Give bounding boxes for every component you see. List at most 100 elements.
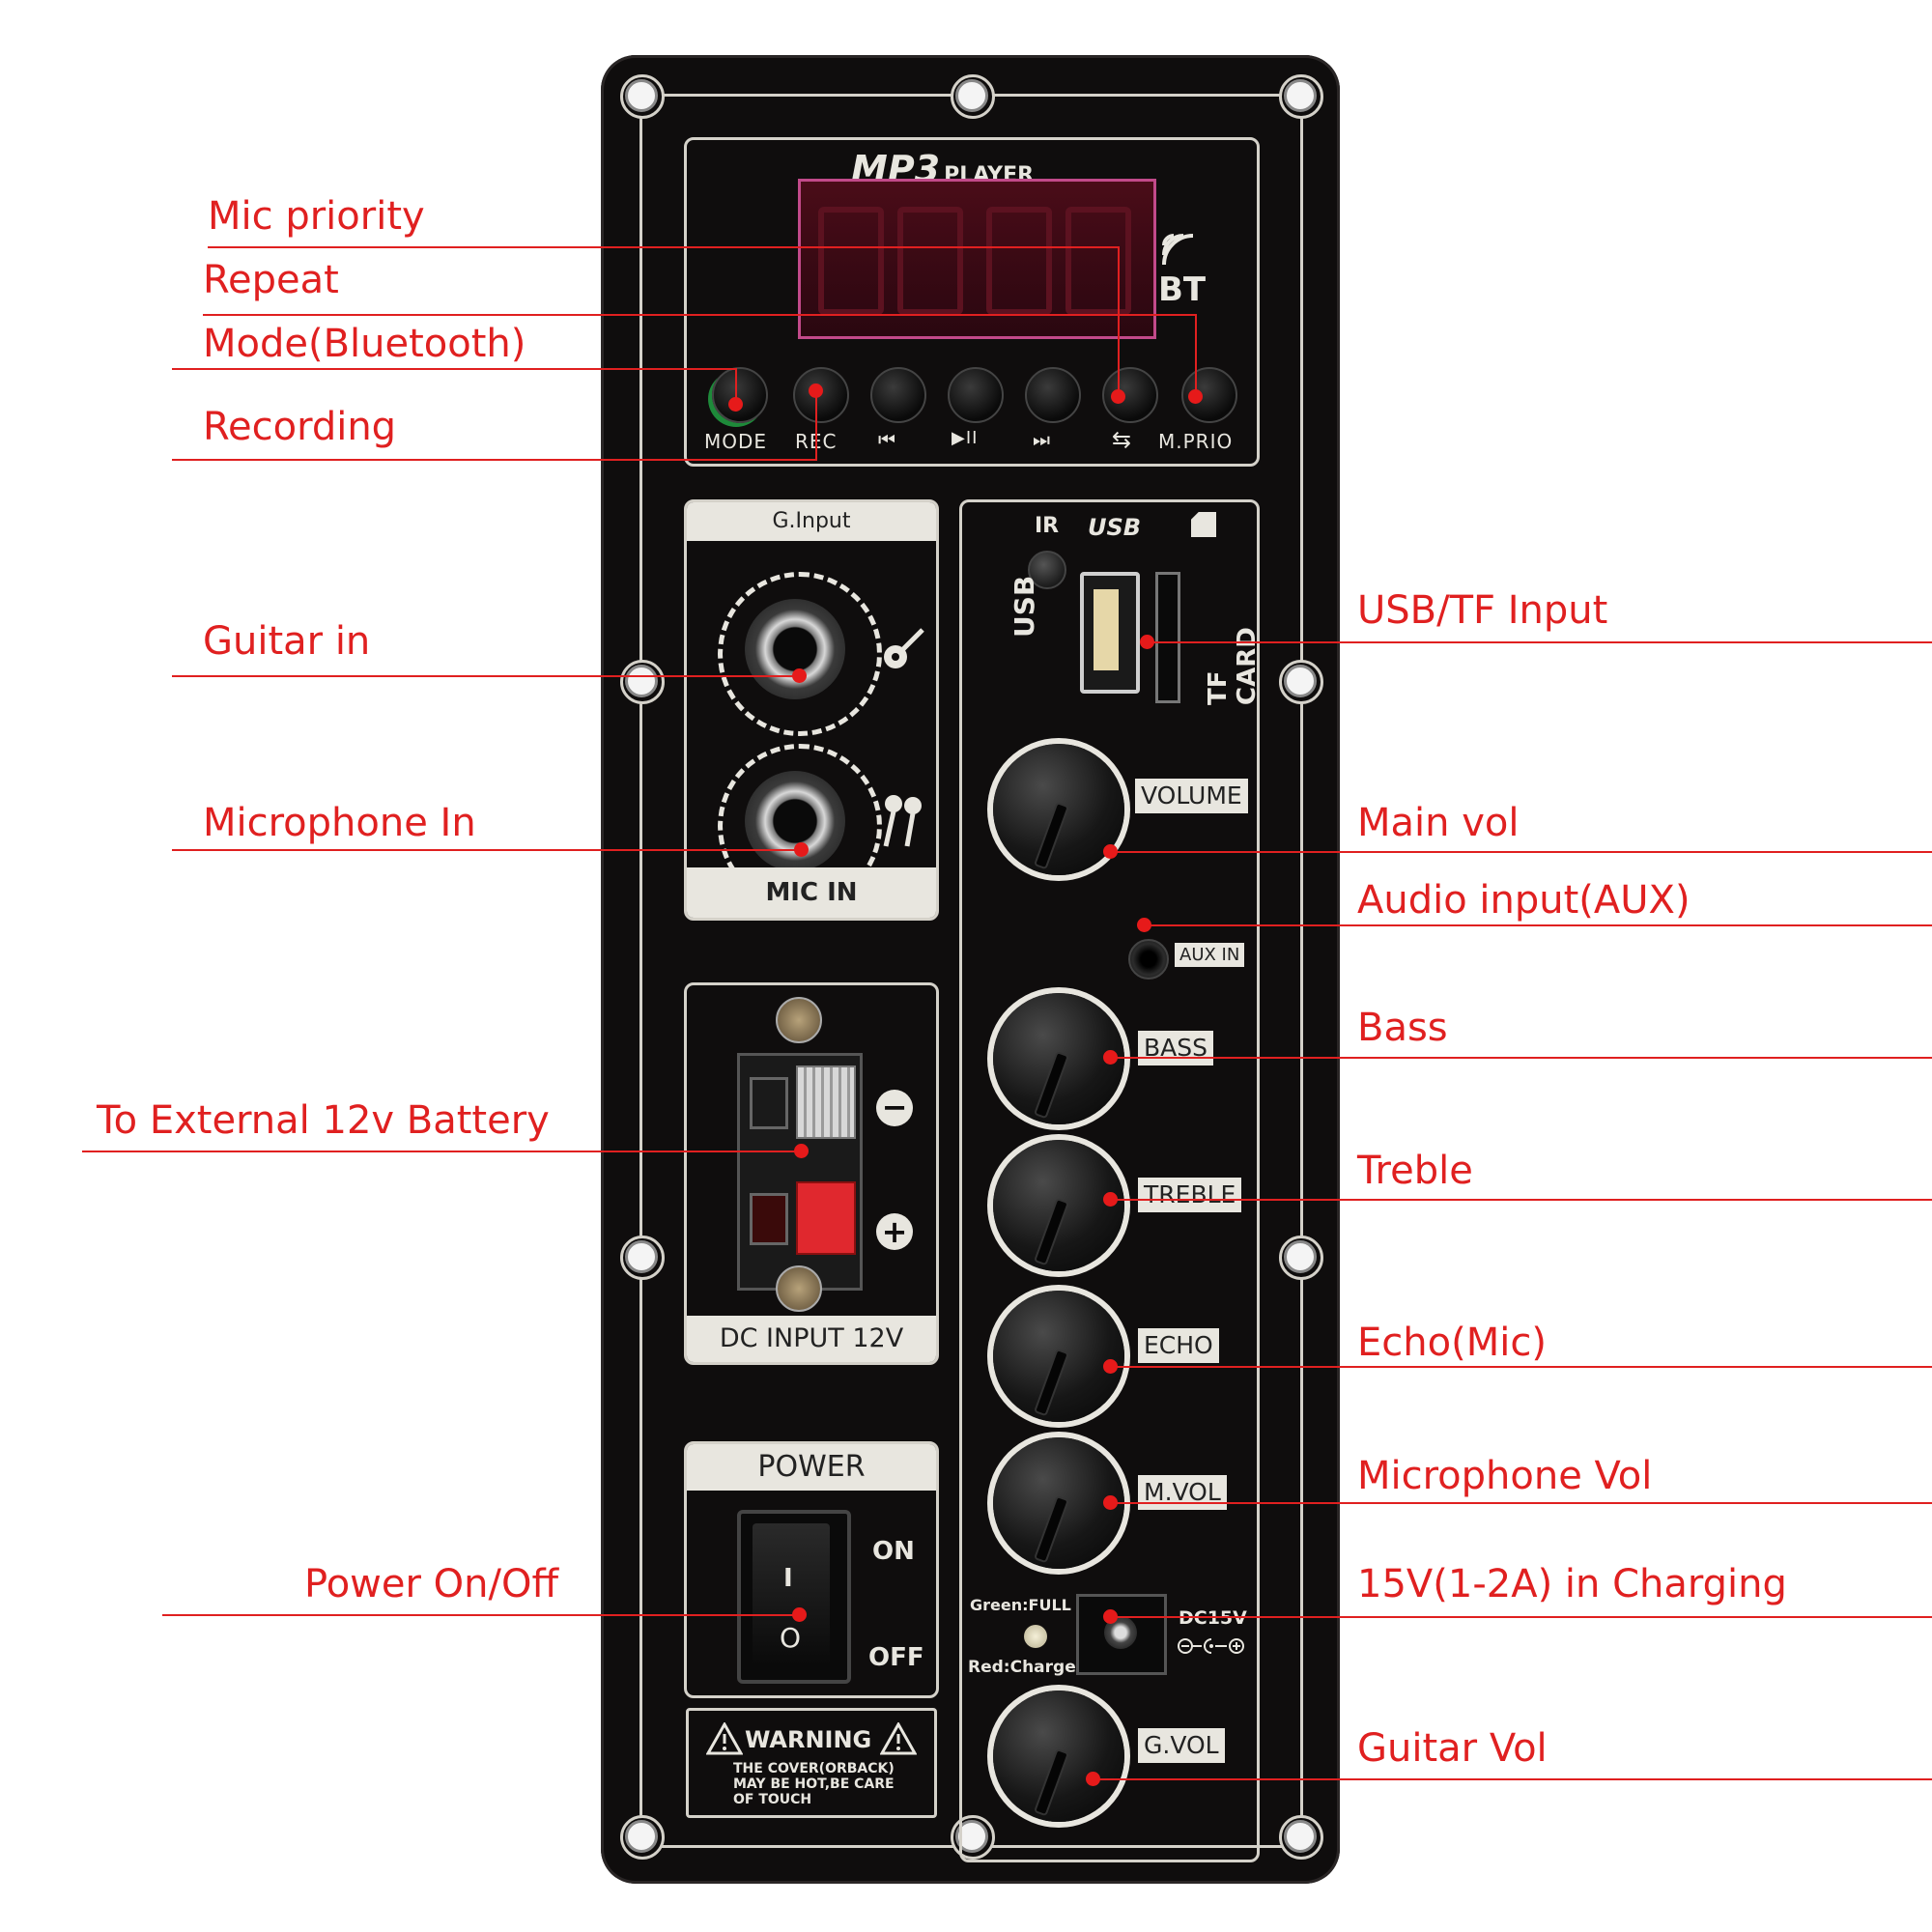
callout-power: Power On/Off <box>304 1562 559 1606</box>
callout-echo: Echo(Mic) <box>1357 1321 1547 1365</box>
ir-receiver <box>1028 551 1066 589</box>
usb-vertical-label: USB <box>1009 575 1040 638</box>
red-charge-label: Red:Charge <box>968 1658 1076 1677</box>
aux-label: AUX IN <box>1175 943 1245 967</box>
mode-button[interactable] <box>712 367 768 423</box>
power-off-mark: O <box>780 1622 802 1654</box>
echo-knob[interactable] <box>993 1291 1124 1422</box>
power-on-label: ON <box>872 1537 915 1566</box>
callout-dot <box>1103 1050 1118 1065</box>
mount-hole <box>620 1815 665 1860</box>
callout-microphone-in: Microphone In <box>203 801 476 845</box>
mic-in-label: MIC IN <box>687 867 936 918</box>
treble-label: TREBLE <box>1138 1178 1242 1212</box>
mode-label: MODE <box>704 430 768 453</box>
play-pause-button[interactable] <box>948 367 1004 423</box>
warning-icon <box>705 1720 744 1759</box>
callout-guitar-in: Guitar in <box>203 619 371 664</box>
microphone-icon <box>880 792 926 854</box>
power-switch[interactable]: I O <box>737 1510 851 1684</box>
mount-hole <box>620 1236 665 1280</box>
mount-hole <box>1279 74 1323 119</box>
battery-terminal-block <box>737 1053 863 1291</box>
mount-hole <box>951 74 995 119</box>
callout-dot <box>1137 918 1151 932</box>
callout-bass: Bass <box>1357 1006 1448 1050</box>
callout-treble: Treble <box>1357 1149 1473 1193</box>
callout-mic-priority: Mic priority <box>208 194 425 239</box>
warning-icon <box>879 1720 918 1759</box>
volume-knob[interactable] <box>993 744 1124 875</box>
bt-label: BT <box>1158 270 1207 309</box>
callout-dot <box>1140 635 1154 649</box>
dc-input-section: − + DC INPUT 12V <box>684 982 939 1365</box>
aux-jack[interactable] <box>1128 939 1169 980</box>
callout-dot <box>1103 1609 1118 1624</box>
callout-dot <box>792 1607 807 1622</box>
guitar-jack[interactable] <box>745 599 845 699</box>
power-off-label: OFF <box>868 1643 924 1672</box>
warning-label: WARNING THE COVER(ORBACK) MAY BE HOT,BE … <box>686 1708 937 1818</box>
mic-jack[interactable] <box>745 771 845 871</box>
callout-external-battery: To External 12v Battery <box>97 1098 550 1143</box>
next-icon: ⏭ <box>1033 428 1051 451</box>
controls-section: IR USB USB TF CARD VOLUME AUX IN BASS TR… <box>959 499 1262 1862</box>
callout-dot <box>794 842 809 857</box>
minus-symbol: − <box>876 1090 913 1126</box>
guitar-volume-knob[interactable] <box>993 1690 1124 1822</box>
callout-repeat: Repeat <box>203 258 339 302</box>
callout-dot <box>1103 1495 1118 1510</box>
usb-port[interactable] <box>1080 572 1140 694</box>
positive-terminal[interactable] <box>796 1181 856 1255</box>
guitar-mic-input-section: G.Input MIC IN <box>684 499 939 921</box>
mount-hole <box>620 660 665 704</box>
callout-dot <box>1111 389 1125 404</box>
tf-card-label: TF CARD <box>1204 627 1262 705</box>
callout-main-vol: Main vol <box>1357 801 1520 845</box>
mprio-label: M.PRIO <box>1158 430 1234 453</box>
callout-dot <box>1188 389 1203 404</box>
warning-line-2: MAY BE HOT,BE CARE <box>733 1776 895 1792</box>
dc15v-jack[interactable] <box>1076 1594 1167 1675</box>
callout-usb-tf: USB/TF Input <box>1357 588 1608 633</box>
callout-mode: Mode(Bluetooth) <box>203 322 526 366</box>
power-on-mark: I <box>783 1564 793 1593</box>
prev-button[interactable] <box>870 367 926 423</box>
bass-label: BASS <box>1138 1031 1213 1065</box>
callout-dot <box>1103 1359 1118 1374</box>
gvol-label: G.VOL <box>1138 1728 1225 1763</box>
next-button[interactable] <box>1025 367 1081 423</box>
mount-hole <box>1279 1815 1323 1860</box>
g-input-label: G.Input <box>687 502 936 541</box>
callout-dot <box>794 1144 809 1158</box>
callout-guitar-vol: Guitar Vol <box>1357 1726 1548 1771</box>
mount-hole <box>1279 1236 1323 1280</box>
play-pause-icon: ▶II <box>952 428 979 448</box>
callout-mic-vol: Microphone Vol <box>1357 1454 1653 1498</box>
volume-label: VOLUME <box>1135 779 1248 813</box>
callout-aux: Audio input(AUX) <box>1357 878 1690 923</box>
mic-volume-knob[interactable] <box>993 1437 1124 1569</box>
negative-terminal[interactable] <box>796 1065 856 1139</box>
dc-input-label: DC INPUT 12V <box>687 1316 936 1362</box>
rec-label: REC <box>795 430 838 453</box>
bluetooth-icon <box>1160 232 1203 274</box>
mount-hole <box>1279 660 1323 704</box>
treble-knob[interactable] <box>993 1140 1124 1271</box>
callout-charging: 15V(1-2A) in Charging <box>1357 1562 1787 1606</box>
screw-bottom <box>776 1265 822 1312</box>
power-label: POWER <box>687 1444 936 1491</box>
callout-dot <box>1086 1772 1100 1786</box>
tf-card-slot[interactable] <box>1155 572 1180 703</box>
repeat-icon: ⇆ <box>1112 426 1133 453</box>
warning-line-3: OF TOUCH <box>733 1792 812 1807</box>
screw-top <box>776 997 822 1043</box>
bass-knob[interactable] <box>993 993 1124 1124</box>
plus-symbol: + <box>876 1213 913 1250</box>
mvol-label: M.VOL <box>1138 1475 1227 1510</box>
mount-hole <box>951 1815 995 1860</box>
power-section: POWER I O ON OFF <box>684 1441 939 1698</box>
callout-dot <box>792 668 807 683</box>
